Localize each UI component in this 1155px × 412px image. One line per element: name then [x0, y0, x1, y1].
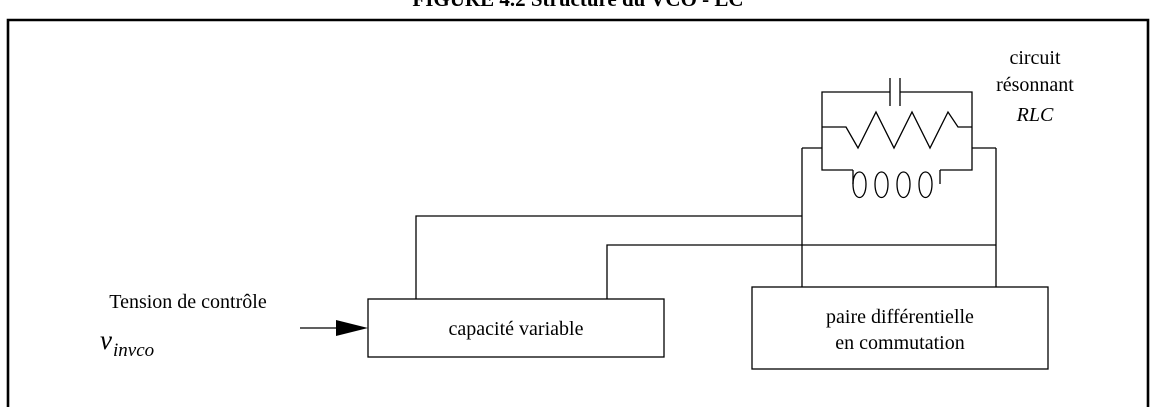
varcap-box-label: capacité variable	[449, 318, 584, 340]
control-arrow	[300, 320, 368, 336]
rlc-tank	[802, 78, 996, 199]
inductor-symbol	[821, 148, 973, 199]
control-voltage-subscript: invco	[113, 340, 154, 361]
wire-varcap-right	[606, 244, 996, 299]
capacitor-symbol	[821, 78, 973, 148]
resistor-symbol	[822, 110, 972, 150]
diffpair-box-line1: paire différentielle	[826, 306, 974, 328]
figure-frame	[6, 18, 1150, 407]
figure-title: FIGURE 4.2 Structure du VCO - LC	[412, 0, 743, 11]
control-label-text: Tension de contrôle	[109, 291, 267, 313]
control-voltage-symbol: vinvco	[100, 325, 154, 361]
resonant-label-line2: résonnant	[996, 74, 1074, 96]
wiring	[415, 148, 997, 299]
wire-varcap-left	[415, 215, 802, 299]
diffpair-box	[751, 286, 1049, 370]
diffpair-box-line2: en commutation	[835, 332, 964, 354]
resonant-label-line3: RLC	[1016, 104, 1054, 126]
resonant-label-line1: circuit	[1009, 47, 1061, 69]
